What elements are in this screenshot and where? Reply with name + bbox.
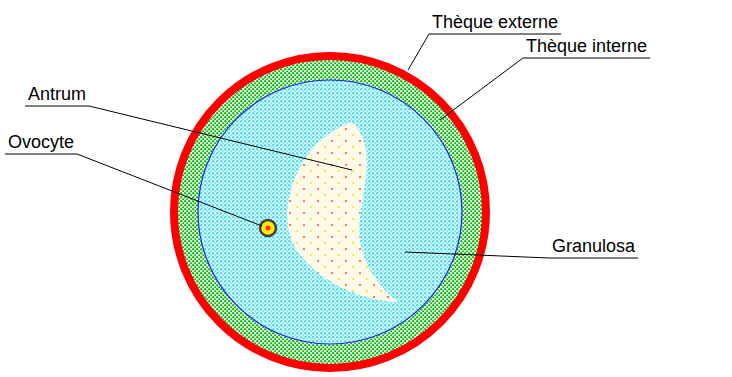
follicle	[174, 56, 486, 368]
leader-line	[5, 154, 262, 226]
part-label: Thèque interne	[526, 36, 647, 56]
theca-externa-ring	[174, 56, 486, 368]
antrum-fluid	[288, 122, 398, 302]
part-label: Ovocyte	[8, 132, 74, 152]
oocyte-nucleus	[266, 226, 271, 231]
part-label: Thèque externe	[432, 12, 558, 32]
oocyte-cell	[260, 220, 276, 236]
part-label: Granulosa	[552, 236, 635, 256]
part-label: Antrum	[28, 84, 86, 104]
leader-line	[440, 58, 650, 120]
leader-line	[25, 106, 352, 170]
granulosa-layer	[198, 80, 462, 344]
antrum-cavity	[288, 122, 398, 302]
